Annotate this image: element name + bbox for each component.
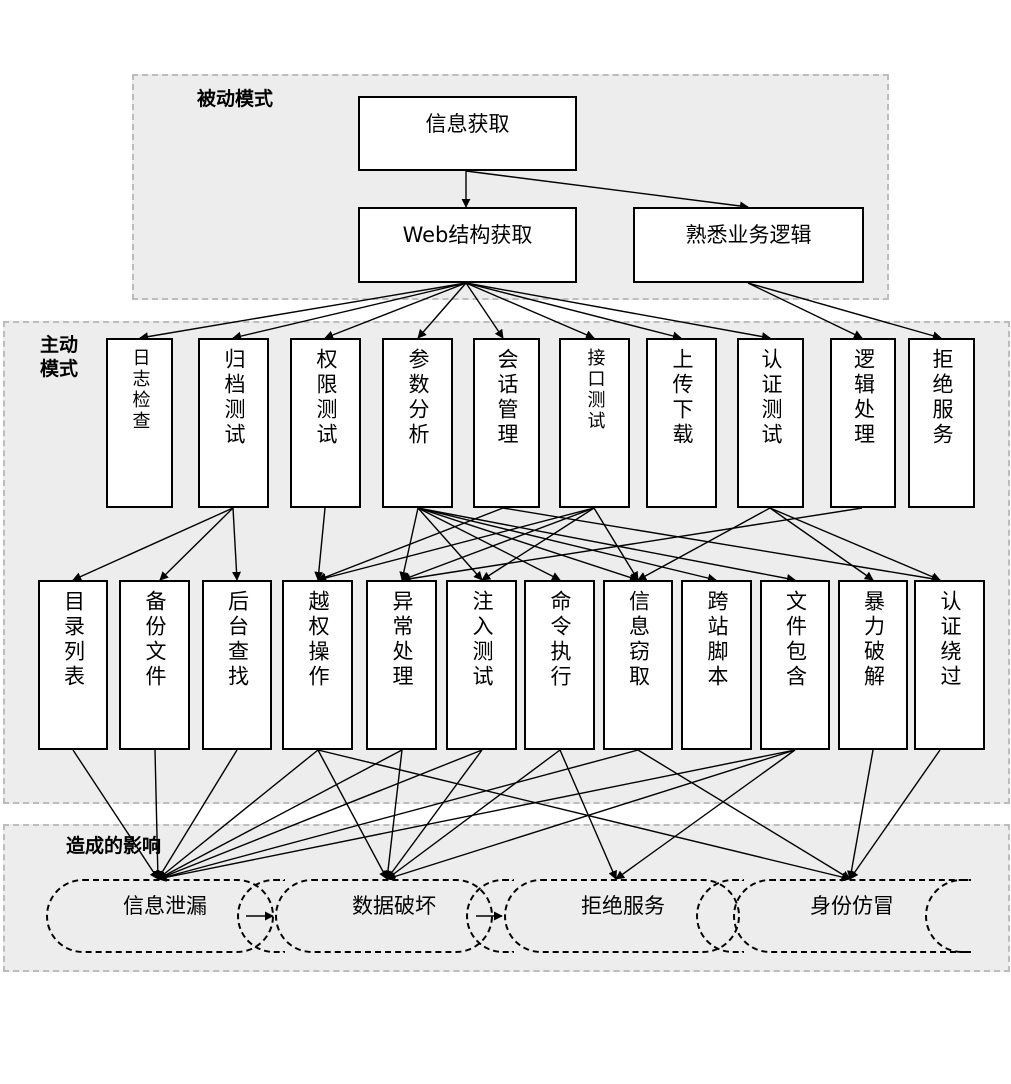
attack-node-cross-site-scripting: 跨站脚本 xyxy=(681,580,752,750)
arrow-edge-31 xyxy=(401,507,863,584)
arrow-edge-14 xyxy=(232,507,242,581)
arrow-edge-12 xyxy=(72,507,234,581)
attack-node-info-theft: 信息窃取 xyxy=(603,580,673,750)
arrow-edge-25 xyxy=(401,507,595,582)
attack-node-file-inclusion: 文件包含 xyxy=(760,580,830,750)
test-node-parameter-analysis: 参数分析 xyxy=(382,338,453,508)
arrow-edge-44 xyxy=(157,749,639,882)
arrow-edge-24 xyxy=(317,507,595,583)
node-business-logic: 熟悉业务逻辑 xyxy=(633,207,864,283)
arrow-edge-4 xyxy=(324,282,467,340)
arrow-edge-8 xyxy=(465,282,682,341)
arrow-edge-13 xyxy=(159,507,234,581)
test-node-upload-download: 上传下载 xyxy=(646,338,717,508)
arrow-edge-33 xyxy=(153,749,163,880)
arrow-edge-19 xyxy=(417,507,639,582)
arrow-edge-40 xyxy=(157,749,483,881)
impact-label-info-leak: 信息泄漏 xyxy=(123,894,207,918)
arrow-edge-29 xyxy=(769,507,874,581)
arrow-edge-26 xyxy=(481,507,595,581)
attack-node-command-execution: 命令执行 xyxy=(524,580,595,750)
arrow-edge-35 xyxy=(157,749,319,880)
passive-mode-label: 被动模式 xyxy=(197,88,274,110)
arrow-edge-50 xyxy=(849,749,941,880)
arrow-edge-48 xyxy=(615,749,796,880)
arrow-edge-43 xyxy=(559,749,617,880)
arrow-edge-30 xyxy=(769,507,941,581)
attack-node-auth-bypass: 认证绕过 xyxy=(914,580,985,750)
attack-node-backup-files: 备份文件 xyxy=(119,580,190,750)
arrow-edge-47 xyxy=(386,749,796,881)
test-node-archive-test: 归档测试 xyxy=(198,338,269,508)
arrow-edge-9 xyxy=(465,282,771,341)
impact-label-data-damage: 数据破坏 xyxy=(352,894,436,918)
arrow-edge-45 xyxy=(637,749,851,880)
attack-node-injection-test: 注入测试 xyxy=(446,580,517,750)
arrow-edge-18 xyxy=(417,507,561,581)
arrow-edge-21 xyxy=(417,507,796,583)
test-node-log-check: 日志检查 xyxy=(106,338,173,508)
arrow-edge-32 xyxy=(72,749,159,880)
arrow-edge-20 xyxy=(417,507,717,583)
node-info-gathering: 信息获取 xyxy=(358,96,577,171)
test-node-auth-test: 认证测试 xyxy=(737,338,804,508)
arrow-edge-3 xyxy=(232,282,467,341)
arrow-edge-5 xyxy=(417,282,467,339)
arrow-edge-27 xyxy=(593,507,639,581)
arrow-edge-1 xyxy=(465,170,749,211)
arrow-edge-41 xyxy=(386,749,483,880)
arrow-edge-37 xyxy=(317,749,851,882)
arrow-edge-17 xyxy=(417,507,483,581)
impact-label-identity-spoofing: 身份仿冒 xyxy=(810,894,894,918)
arrow-edge-38 xyxy=(157,749,403,880)
test-node-denial-of-service: 拒绝服务 xyxy=(908,338,975,508)
arrow-edge-49 xyxy=(846,749,874,880)
attack-node-brute-force: 暴力破解 xyxy=(838,580,908,750)
impact-label-denial-of-service: 拒绝服务 xyxy=(581,894,665,918)
impact-label: 造成的影响 xyxy=(66,835,162,857)
arrow-edge-39 xyxy=(383,749,403,880)
test-node-logic-processing: 逻辑处理 xyxy=(830,338,896,508)
arrow-edge-46 xyxy=(157,749,796,882)
arrow-edge-11 xyxy=(747,282,942,341)
attack-node-exception-handling: 异常处理 xyxy=(366,580,437,750)
arrow-edge-22 xyxy=(317,507,504,582)
impact-pill-identity-spoofing xyxy=(733,879,971,953)
arrow-edge-28 xyxy=(637,507,771,581)
arrow-edge-6 xyxy=(465,282,504,339)
arrow-edge-36 xyxy=(317,749,388,880)
test-node-permission-test: 权限测试 xyxy=(290,338,361,508)
attack-node-privilege-escalation: 越权操作 xyxy=(282,580,353,750)
attack-node-admin-search: 后台查找 xyxy=(202,580,272,750)
arrow-edge-15 xyxy=(314,507,326,581)
test-node-session-management: 会话管理 xyxy=(473,338,540,508)
arrow-edge-34 xyxy=(157,749,238,880)
arrow-edge-10 xyxy=(747,282,863,339)
arrow-edge-2 xyxy=(139,282,467,342)
test-node-interface-test: 接口测试 xyxy=(559,338,630,508)
attack-node-directory-listing: 目录列表 xyxy=(38,580,108,750)
node-web-structure: Web结构获取 xyxy=(358,207,577,283)
active-mode-label: 主动 模式 xyxy=(40,334,79,380)
arrow-edge-7 xyxy=(465,282,595,339)
